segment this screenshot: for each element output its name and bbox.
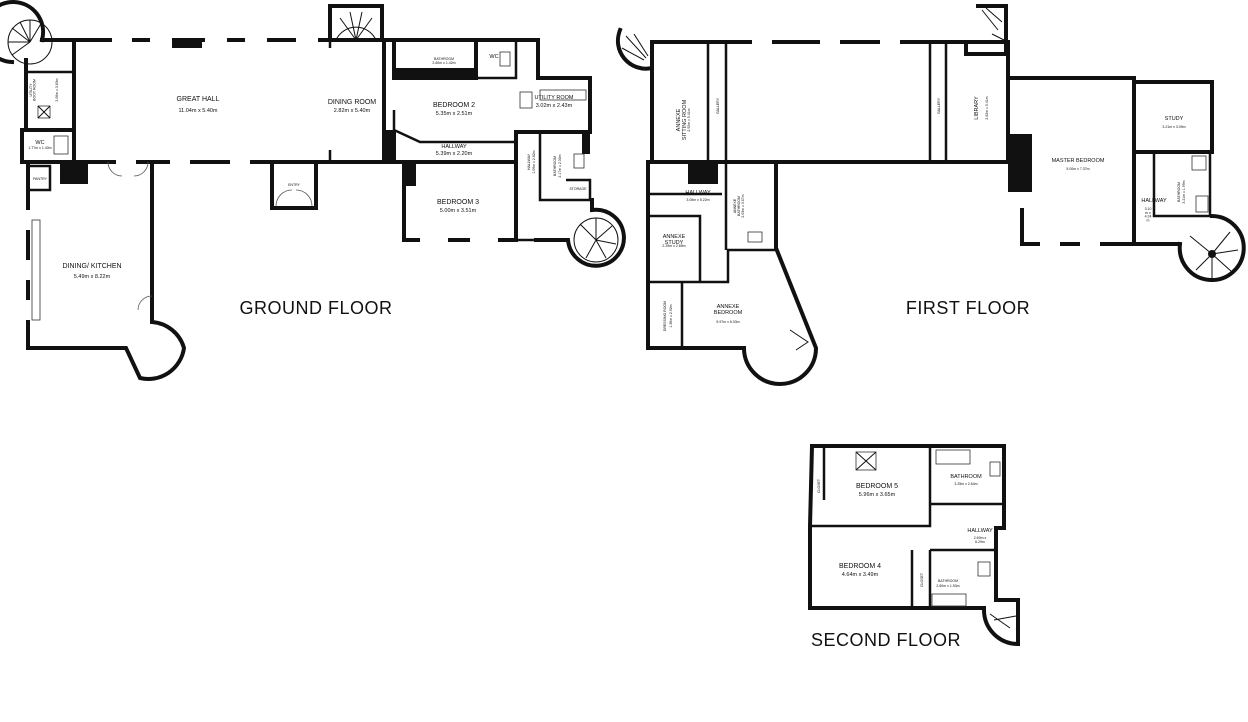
hallway-first-dims: 3.05m x 5.22m (686, 198, 709, 202)
bathroom-second-dims: 3.25m x 2.64m (954, 482, 977, 486)
gallery1-label: GALLERY (716, 97, 720, 114)
spiral-staircase-ground-left (0, 0, 53, 65)
master-bedroom-label: MASTER BEDROOM (1052, 158, 1105, 164)
bathroom-first-dims: 3.21m x 1.99m (1182, 180, 1186, 203)
bedroom5-dims: 5.96m x 3.65m (859, 492, 896, 498)
ground-floor-plan (0, 0, 626, 381)
closet2-label: CLOSET (920, 572, 924, 587)
annexe-study-dims: 2.29m x 2.89m (662, 244, 685, 248)
gallery2-label: GALLERY (937, 97, 941, 114)
closet1-label: CLOSET (817, 478, 821, 493)
first-floor-title: FIRST FLOOR (906, 298, 1030, 318)
bedroom3-dims: 5.00m x 3.51m (440, 208, 477, 214)
spiral-staircase-first-right (1177, 213, 1246, 282)
dressing-room-label: DRESSING ROOM (663, 301, 667, 331)
hallway-first-label: HALLWAY (685, 190, 711, 196)
entry-label: ENTRY (288, 183, 300, 187)
dressing-room-dims: 1.36m x 2.92m (669, 304, 673, 327)
great-hall-label: GREAT HALL (177, 96, 220, 103)
hallway-first2-label: HALLWAY (1141, 198, 1167, 204)
spiral-staircase-ground-right (534, 198, 626, 268)
bathroom-first-label: BATHROOM (1177, 182, 1181, 202)
pantry-label: PANTRY (33, 177, 48, 181)
great-hall-dims: 11.04m x 5.40m (178, 108, 217, 114)
dining-kitchen-label: DINING/ KITCHEN (62, 263, 121, 270)
annexe-utility-label: ANNEXEUTILITYBOOT ROOM (25, 79, 37, 101)
bathroom-second2-dims: 2.60m x 1.53m (936, 584, 959, 588)
first-floor-plan (615, 4, 1246, 386)
bathroom-second2-label: BATHROOM (938, 579, 958, 583)
staircase-first-top (964, 4, 1008, 56)
annexe-sitting-dims: 2.92m x 5.41m (687, 108, 691, 131)
dining-kitchen-dims: 5.49m x 8.22m (74, 274, 111, 280)
hallway-ground-label: HALLWAY (441, 144, 467, 150)
hallway-second-label: HALLWAY (967, 528, 993, 534)
hallway-small-dims: 1.09m x 2.82m (532, 150, 536, 173)
annexe-bathroom-dims: 2.03m x 3.67m (741, 194, 745, 217)
bathroom-ground-label: BATHROOM (434, 57, 454, 61)
wc-ground2-label: WC (489, 54, 498, 60)
annexe-bedroom-dims: 5.97m x 6.03m (716, 320, 739, 324)
bedroom2-label: BEDROOM 2 (433, 102, 475, 109)
utility-room-label: UTILITY ROOM (534, 95, 573, 101)
bedroom4-dims: 4.64m x 3.49m (842, 572, 879, 578)
bedroom2-dims: 5.35m x 2.51m (436, 111, 473, 117)
bedroom3-label: BEDROOM 3 (437, 199, 479, 206)
dining-room-label: DINING ROOM (328, 99, 376, 106)
annexe-utility-dims: 2.06m x 3.83m (55, 78, 59, 101)
hallway-small-label: HALLWAY (527, 153, 531, 170)
storage-label: STORAGE (569, 187, 587, 191)
dining-room-dims: 2.82m x 5.40m (334, 108, 371, 114)
second-floor-plan (808, 443, 1020, 647)
master-bedroom-dims: 5.00m x 7.37m (1066, 167, 1089, 171)
bedroom5-label: BEDROOM 5 (856, 483, 898, 490)
second-floor-title: SECOND FLOOR (811, 630, 961, 650)
staircase-ground-top (328, 4, 384, 42)
spiral-staircase-first-left (615, 27, 654, 71)
hallway-ground-dims: 5.39m x 2.20m (436, 151, 473, 157)
bathroom-second-label: BATHROOM (950, 474, 982, 480)
wc-ground-label: WC (35, 140, 44, 146)
bathroom-ground-dims: 2.60m x 1.42m (432, 61, 455, 65)
wc-ground-dims: 1.77m x 1.40m (28, 146, 51, 150)
bedroom4-label: BEDROOM 4 (839, 563, 881, 570)
study-label: STUDY (1165, 116, 1184, 122)
utility-room-dims: 3.02m x 2.43m (536, 103, 573, 109)
study-dims: 3.21m x 3.09m (1162, 125, 1185, 129)
bathroom-ground2-label: BATHROOM (553, 156, 557, 176)
library-label: LIBRARY (974, 96, 980, 120)
ground-floor-title: GROUND FLOOR (239, 298, 392, 318)
annexe-sitting-label: ANNEXESITTING ROOM (676, 99, 688, 140)
bathroom-ground2-dims: 2.17m x 2.30m (558, 154, 562, 177)
annexe-bathroom-label: ANNEXEBATHROOM (733, 196, 741, 216)
library-dims: 2.62m x 5.41m (985, 96, 989, 119)
